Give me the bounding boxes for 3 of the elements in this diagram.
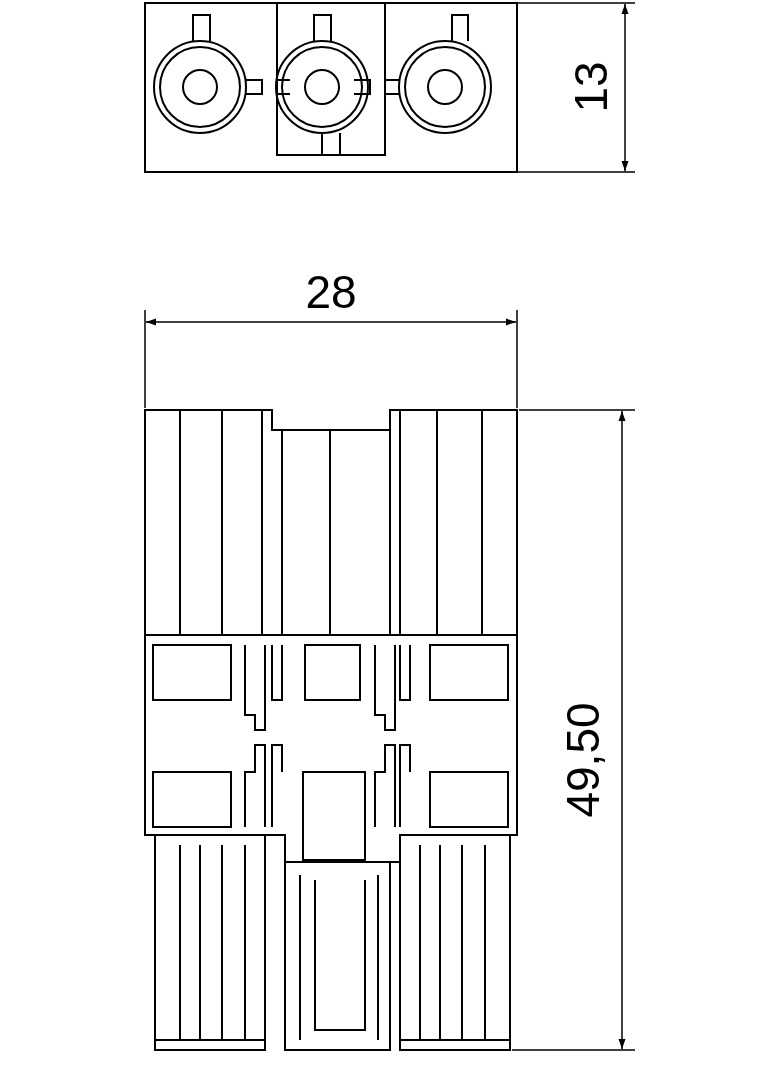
dimension-value: 49,50 <box>559 702 606 818</box>
dimension-value: 13 <box>567 61 614 113</box>
dimension-value: 28 <box>305 269 357 315</box>
